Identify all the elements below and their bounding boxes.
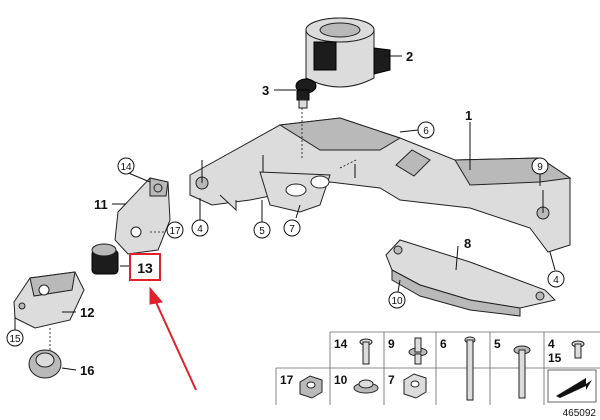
callouts: 2 3 1 8 11 12 16	[80, 49, 472, 378]
part-11-bracket	[114, 177, 171, 255]
callout-4a: 4	[197, 224, 203, 235]
leader-lines	[14, 55, 556, 371]
callout-14: 14	[120, 162, 132, 173]
callout-5: 5	[259, 226, 265, 237]
callout-16: 16	[80, 363, 94, 378]
part-3-stop	[295, 78, 317, 109]
bolt-5-drawing	[513, 345, 531, 399]
circled-callouts: 6 9 4 5 7 4 10 14 17 15	[6, 121, 565, 347]
bolt-14-drawing	[359, 338, 373, 365]
callout-6: 6	[423, 126, 429, 137]
part-2-mount	[305, 17, 391, 88]
part-1-carrier	[189, 117, 572, 253]
callout-4b: 4	[553, 275, 559, 286]
part-13-bushing	[91, 243, 119, 275]
grid-label-17: 17	[280, 373, 294, 387]
grid-label-14: 14	[334, 337, 348, 351]
diagram-number: 465092	[563, 408, 597, 419]
parts-grid: 14 9 6 5 4 15 17 10 7	[275, 331, 600, 405]
bolt-6-drawing	[464, 336, 476, 401]
callout-2: 2	[406, 49, 413, 64]
part-12-bracket	[13, 271, 85, 329]
callout-17: 17	[169, 226, 181, 237]
callout-7: 7	[289, 224, 295, 235]
nut-7-drawing	[403, 373, 427, 399]
grid-label-4: 4	[548, 337, 555, 351]
part-16-nut	[28, 349, 62, 379]
direction-arrow-icon	[547, 369, 597, 403]
callout-15: 15	[9, 334, 21, 345]
callout-12: 12	[80, 305, 94, 320]
callout-9: 9	[537, 162, 543, 173]
callout-8: 8	[464, 236, 471, 251]
nut-17-drawing	[299, 375, 323, 399]
red-arrow	[149, 286, 197, 391]
grid-label-9: 9	[388, 337, 395, 351]
grid-label-7: 7	[388, 373, 395, 387]
callout-10: 10	[391, 296, 403, 307]
highlighted-callout-13: 13	[129, 253, 161, 281]
grid-label-5: 5	[494, 337, 501, 351]
callout-3: 3	[262, 83, 269, 98]
grid-label-6: 6	[440, 337, 447, 351]
stud-9-drawing	[408, 337, 428, 365]
grid-label-10: 10	[334, 373, 348, 387]
callout-11: 11	[94, 197, 108, 212]
bolt-4-drawing	[571, 340, 585, 359]
callout-13: 13	[137, 260, 153, 276]
callout-1: 1	[465, 108, 472, 123]
nut-10-drawing	[353, 379, 379, 394]
part-8-bracket	[385, 239, 556, 317]
grid-label-15: 15	[548, 351, 562, 365]
